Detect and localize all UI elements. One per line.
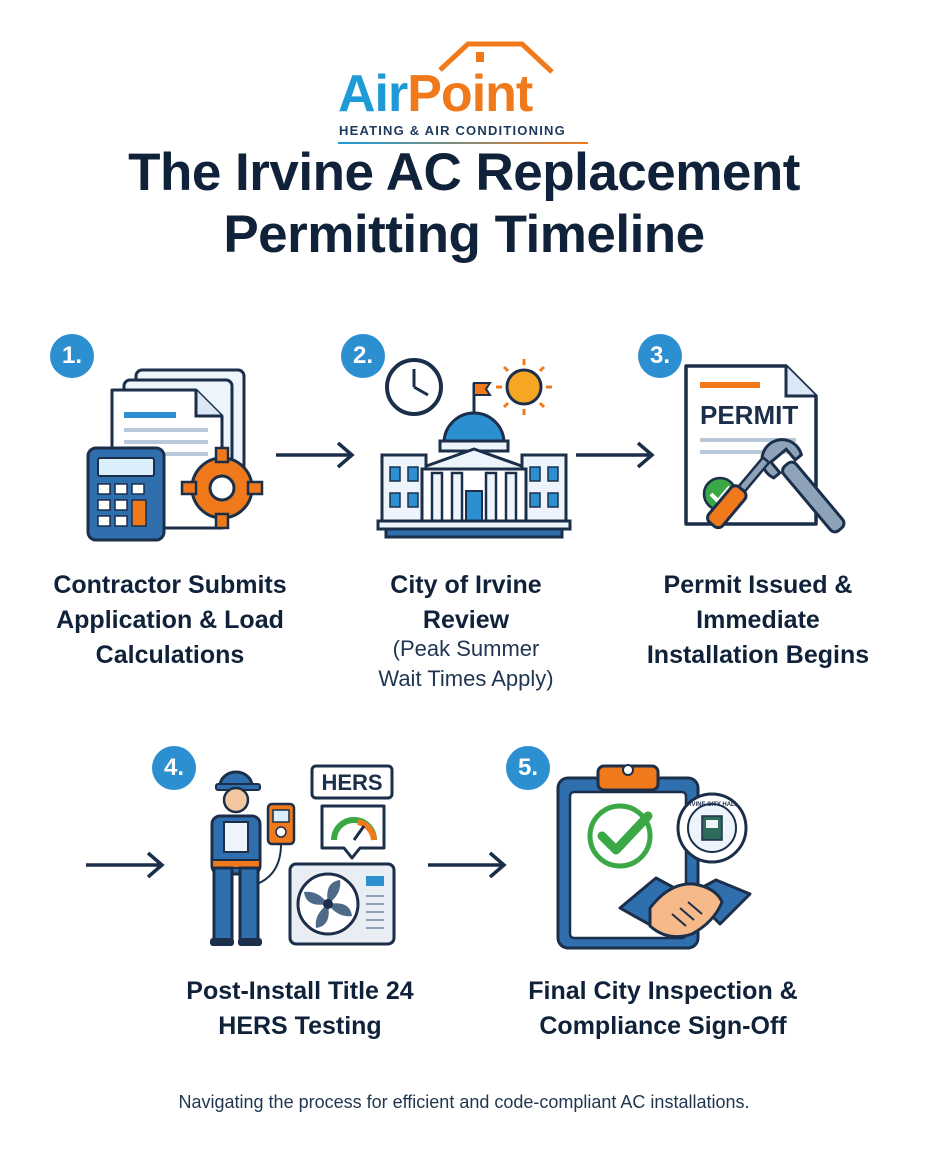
permit-document-tools-icon: PERMIT (684, 364, 846, 534)
hers-text: HERS (321, 770, 382, 795)
arrow-right-icon (576, 441, 655, 469)
logo-name-point: Point (407, 65, 533, 123)
logo: AirPoint HEATING & AIR CONDITIONING (0, 30, 928, 144)
step-3-label-line: Permit Issued & (663, 571, 853, 599)
step-2-label-line: Review (422, 606, 510, 634)
step-4-label: Post-Install Title 24 HERS Testing (150, 974, 450, 1044)
city-hall-clock-sun-icon (376, 358, 572, 539)
step-3-label-line: Immediate (696, 606, 820, 634)
title-line-1: The Irvine AC Replacement (128, 143, 800, 202)
step-5-label: Final City Inspection & Compliance Sign-… (488, 974, 838, 1044)
step-4-label-line: Post-Install Title 24 (186, 977, 414, 1005)
step-3-badge: 3. (638, 334, 682, 378)
step-5-badge: 5. (506, 746, 550, 790)
step-3-label-line: Installation Begins (646, 641, 870, 669)
arrow-right-icon (86, 851, 165, 879)
step-1-badge: 1. (50, 334, 94, 378)
step-5-label-line: Final City Inspection & (528, 977, 798, 1005)
step-1-label: Contractor Submits Application & Load Ca… (20, 568, 320, 673)
step-1-label-line: Contractor Submits (53, 571, 287, 599)
seal-text: IRVINE CITY HALL (686, 802, 739, 808)
logo-wordmark: AirPoint (338, 65, 533, 123)
title-line-2: Permitting Timeline (223, 205, 705, 264)
step-2-note-line: (Peak Summer (392, 636, 540, 661)
step-4-label-line: HERS Testing (218, 1012, 382, 1040)
logo-underline (338, 142, 588, 144)
footer-caption: Navigating the process for efficient and… (178, 1092, 750, 1112)
page-title: The Irvine AC Replacement Permitting Tim… (0, 142, 928, 266)
step-4-badge: 4. (152, 746, 196, 790)
step-1-label-line: Calculations (95, 641, 245, 669)
step-2-label: City of Irvine Review (316, 568, 616, 638)
arrow-right-icon (276, 441, 355, 469)
step-5-label-line: Compliance Sign-Off (539, 1012, 787, 1040)
step-2-note: (Peak Summer Wait Times Apply) (316, 634, 616, 694)
step-1-label-line: Application & Load (56, 606, 284, 634)
step-2-badge: 2. (341, 334, 385, 378)
logo-subtitle: HEATING & AIR CONDITIONING (339, 123, 566, 138)
logo-name-air: Air (338, 65, 408, 123)
arrow-right-icon (428, 851, 507, 879)
step-2-label-line: City of Irvine (390, 571, 542, 599)
clipboard-handshake-seal-icon: IRVINE CITY HALL (556, 764, 752, 950)
calculator-documents-gear-icon (86, 368, 264, 542)
step-2-note-line: Wait Times Apply) (378, 666, 554, 691)
step-3-label: Permit Issued & Immediate Installation B… (608, 568, 908, 673)
house-roof-icon (438, 41, 554, 74)
permit-text: PERMIT (700, 400, 798, 430)
technician-ac-unit-hers-icon: HERS (210, 764, 396, 946)
